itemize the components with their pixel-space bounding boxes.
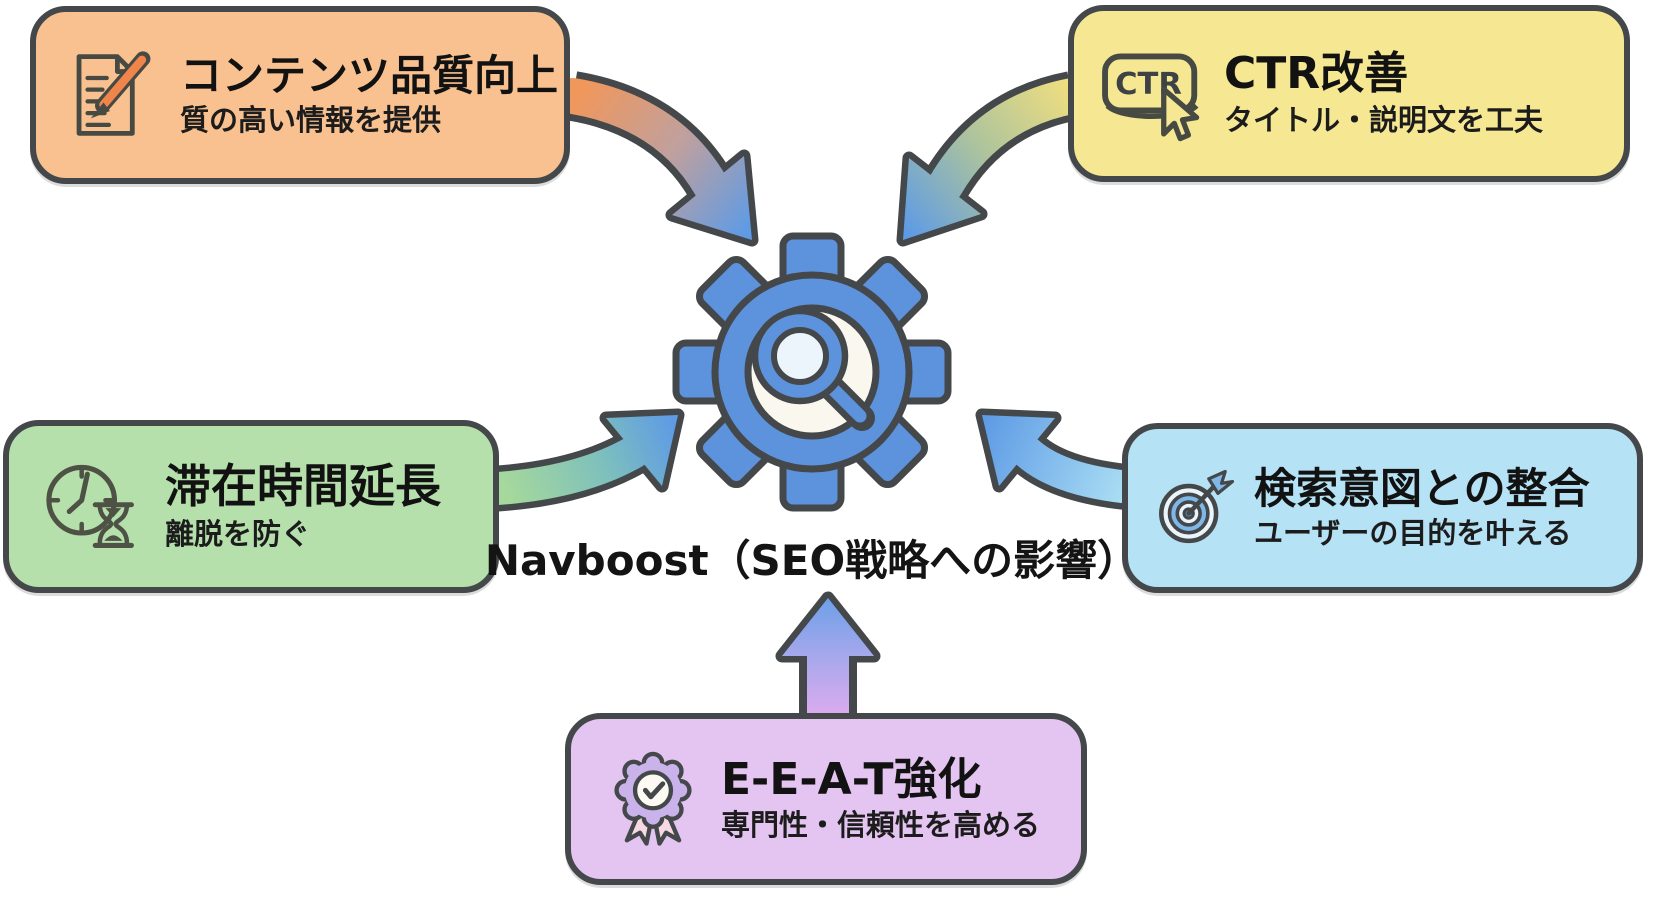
node-title: CTR改善 bbox=[1224, 48, 1409, 100]
node-title: 検索意図との整合 bbox=[1254, 463, 1590, 513]
node-eeat: E-E-A-T強化 専門性・信頼性を高める bbox=[565, 713, 1087, 885]
node-ctr-improvement: CTR CTR改善 タイトル・説明文を工夫 bbox=[1068, 5, 1630, 182]
arrow-eeat bbox=[775, 591, 881, 716]
node-subtitle: 専門性・信頼性を高める bbox=[721, 808, 1041, 843]
target-dart-icon bbox=[1154, 456, 1238, 560]
arrow-ctr-improvement bbox=[896, 71, 1090, 247]
center-caption: Navboost（SEO戦略への影響） bbox=[484, 536, 1140, 585]
gear-magnifier-icon bbox=[672, 232, 952, 512]
node-subtitle: タイトル・説明文を工夫 bbox=[1224, 102, 1544, 137]
magnifier-icon bbox=[751, 307, 875, 431]
node-title: 滞在時間延長 bbox=[165, 459, 441, 514]
node-subtitle: 離脱を防ぐ bbox=[165, 516, 311, 551]
arrow-content-quality bbox=[555, 71, 759, 247]
ctr-key-cursor-icon: CTR bbox=[1096, 40, 1208, 148]
clock-hourglass-icon bbox=[39, 455, 147, 559]
node-title: コンテンツ品質向上 bbox=[180, 50, 559, 100]
node-subtitle: 質の高い情報を提供 bbox=[180, 103, 442, 138]
node-subtitle: ユーザーの目的を叶える bbox=[1254, 516, 1572, 551]
node-dwell-time: 滞在時間延長 離脱を防ぐ bbox=[3, 420, 499, 593]
node-title: E-E-A-T強化 bbox=[721, 753, 982, 805]
badge-check-icon bbox=[603, 743, 703, 855]
node-search-intent: 検索意図との整合 ユーザーの目的を叶える bbox=[1122, 423, 1643, 593]
arrow-dwell-time bbox=[473, 408, 685, 512]
document-pencil-icon bbox=[62, 43, 160, 147]
node-content-quality: コンテンツ品質向上 質の高い情報を提供 bbox=[30, 6, 570, 184]
